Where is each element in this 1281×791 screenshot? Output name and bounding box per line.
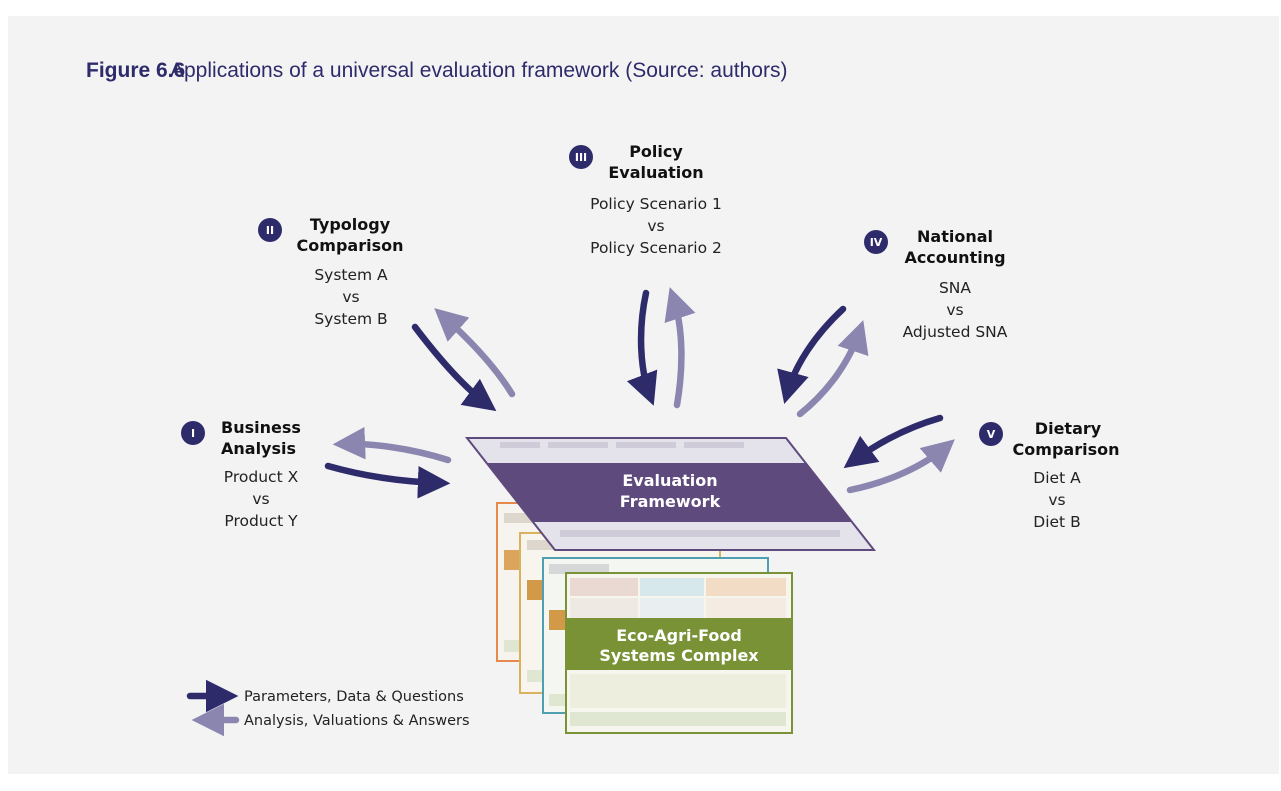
compare-a: System A [314,266,388,284]
arrow-pair-typology [411,308,516,412]
arrow-pair-dietary [843,414,955,494]
arrow-pair-national [777,305,869,418]
compare-a: Product X [224,468,299,486]
arrow-framework-to-national [796,320,869,418]
complex-title-line-2: Systems Complex [599,646,759,665]
legend-outbound-label: Analysis, Valuations & Answers [244,713,470,729]
arrow-framework-to-dietary [846,439,955,494]
numeral-text: III [575,151,587,164]
app-business-analysis: I Business Analysis Product X vs Product… [181,418,301,530]
arrow-policy-to-framework [626,289,658,406]
compare-b: System B [314,310,387,328]
app-dietary-comparison: V Dietary Comparison Diet A vs Diet B [979,419,1119,531]
figure-label: Figure 6.6 [86,59,186,82]
app-title-line-1: Typology [310,215,391,234]
compare-vs: vs [252,490,269,508]
app-title-line-2: Comparison [1013,440,1120,459]
evaluation-framework-panel: Evaluation Framework [464,437,877,551]
numeral-text: IV [870,236,883,249]
arrow-pair-business [324,426,452,499]
complex-title-line-1: Eco-Agri-Food [616,626,742,645]
app-title-line-2: Accounting [904,248,1005,267]
numeral-text: I [191,427,195,440]
compare-vs: vs [1048,491,1065,509]
compare-vs: vs [342,288,359,306]
numeral-text: II [266,224,274,237]
arrow-typology-to-framework [411,323,497,412]
legend-inbound-label: Parameters, Data & Questions [244,689,464,705]
numeral-text: V [987,428,996,441]
arrow-framework-to-business [332,426,452,464]
framework-title-line-2: Framework [620,492,721,511]
app-policy-evaluation: III Policy Evaluation Policy Scenario 1 … [569,142,722,257]
app-title-line-2: Comparison [297,236,404,255]
compare-b: Product Y [224,512,298,530]
legend: Parameters, Data & Questions Analysis, V… [186,679,470,737]
arrow-framework-to-policy [664,287,696,409]
app-title-line-1: Policy [629,142,683,161]
app-title-line-1: Business [221,418,301,437]
framework-title-line-1: Evaluation [622,471,717,490]
compare-a: SNA [939,279,971,297]
compare-b: Adjusted SNA [903,323,1008,341]
complex-card-green [565,572,793,734]
app-title-line-1: Dietary [1035,419,1102,438]
app-title-line-1: National [917,227,993,246]
arrow-business-to-framework [324,462,451,499]
compare-b: Diet B [1033,513,1080,531]
numeral-badge [864,230,888,254]
arrow-framework-to-typology [434,308,516,398]
systems-complex-stack: Eco-Agri-Food Systems Complex [496,502,793,734]
arrow-pair-policy [626,287,696,409]
numeral-badge [258,218,282,242]
numeral-badge [979,422,1003,446]
compare-vs: vs [946,301,963,319]
app-title-line-2: Evaluation [608,163,703,182]
numeral-badge [569,145,593,169]
framework-title-band [487,463,852,522]
app-title-line-2: Analysis [221,439,296,458]
compare-a: Diet A [1033,469,1081,487]
arrow-national-to-framework [777,305,847,405]
figure-caption: Applications of a universal evaluation f… [170,59,788,82]
app-national-accounting: IV National Accounting SNA vs Adjusted S… [864,227,1008,341]
complex-title-band [566,618,792,670]
app-typology-comparison: II Typology Comparison System A vs Syste… [258,215,403,328]
compare-b: Policy Scenario 2 [590,239,722,257]
compare-a: Policy Scenario 1 [590,195,722,213]
arrow-dietary-to-framework [843,414,944,469]
compare-vs: vs [647,217,664,235]
numeral-badge [181,421,205,445]
